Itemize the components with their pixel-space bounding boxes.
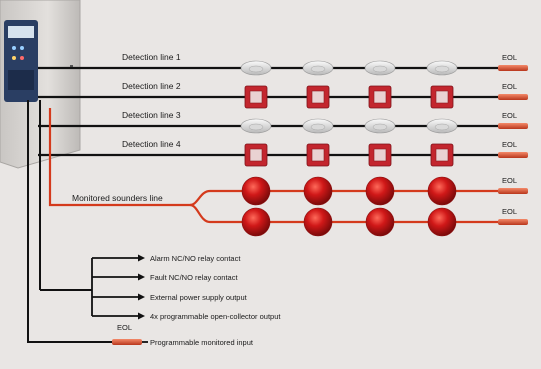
- output-arrow-icon: [138, 293, 145, 301]
- detection-line-label: Detection line 1: [122, 52, 181, 62]
- eol-resistor: [498, 188, 528, 194]
- detection-line-label: Detection line 4: [122, 139, 181, 149]
- smoke-detector-center: [248, 65, 264, 73]
- smoke-detector-center: [434, 123, 450, 131]
- call-point-glass: [435, 148, 449, 162]
- detection-line-label: Detection line 2: [122, 81, 181, 91]
- eol-resistor: [498, 123, 528, 129]
- output-arrow-icon: [138, 254, 145, 262]
- smoke-detector-center: [372, 123, 388, 131]
- call-point-glass: [373, 148, 387, 162]
- eol-label: EOL: [502, 82, 517, 91]
- smoke-detector-center: [372, 65, 388, 73]
- detection-line-label: Detection line 3: [122, 110, 181, 120]
- input-eol-resistor: [112, 339, 142, 345]
- eol-resistor: [498, 65, 528, 71]
- eol-label: EOL: [502, 111, 517, 120]
- smoke-detector-center: [248, 123, 264, 131]
- sounder-wire-lower: [189, 203, 498, 224]
- call-point-glass: [311, 90, 325, 104]
- eol-label: EOL: [502, 207, 517, 216]
- wires: [27, 66, 498, 343]
- output-arrow-icon: [138, 273, 145, 281]
- eol-resistor: [498, 219, 528, 225]
- smoke-detector-center: [310, 65, 326, 73]
- call-point-glass: [249, 90, 263, 104]
- labels: Detection line 1 EOL Detection line 2 EOL De…: [72, 52, 517, 347]
- output-label: 4x programmable open-collector output: [150, 312, 281, 321]
- input-label: Programmable monitored input: [150, 338, 254, 347]
- call-point-glass: [435, 90, 449, 104]
- output-label: External power supply output: [150, 293, 248, 302]
- sounder-icon: [427, 176, 457, 206]
- call-point-glass: [373, 90, 387, 104]
- sounder-icon: [241, 207, 271, 237]
- eol-resistor: [498, 94, 528, 100]
- sounder-icon: [303, 176, 333, 206]
- smoke-detector-center: [434, 65, 450, 73]
- call-point-glass: [249, 148, 263, 162]
- output-label: Alarm NC/NO relay contact: [150, 254, 241, 263]
- sounder-icon: [365, 207, 395, 237]
- sounder-icon: [365, 176, 395, 206]
- output-arrow-icon: [138, 312, 145, 320]
- output-label: Fault NC/NO relay contact: [150, 273, 238, 282]
- sounder-icon: [303, 207, 333, 237]
- sounder-icon: [241, 176, 271, 206]
- smoke-detector-center: [310, 123, 326, 131]
- control-panel: [0, 0, 81, 169]
- eol-resistor: [498, 152, 528, 158]
- sounders-line-label: Monitored sounders line: [72, 193, 163, 203]
- call-point-glass: [311, 148, 325, 162]
- eol-label: EOL: [502, 53, 517, 62]
- trunk-wire-input: [27, 100, 112, 343]
- devices: [112, 60, 528, 345]
- eol-label: EOL: [502, 176, 517, 185]
- input-eol-label: EOL: [117, 323, 132, 332]
- eol-label: EOL: [502, 140, 517, 149]
- sounder-icon: [427, 207, 457, 237]
